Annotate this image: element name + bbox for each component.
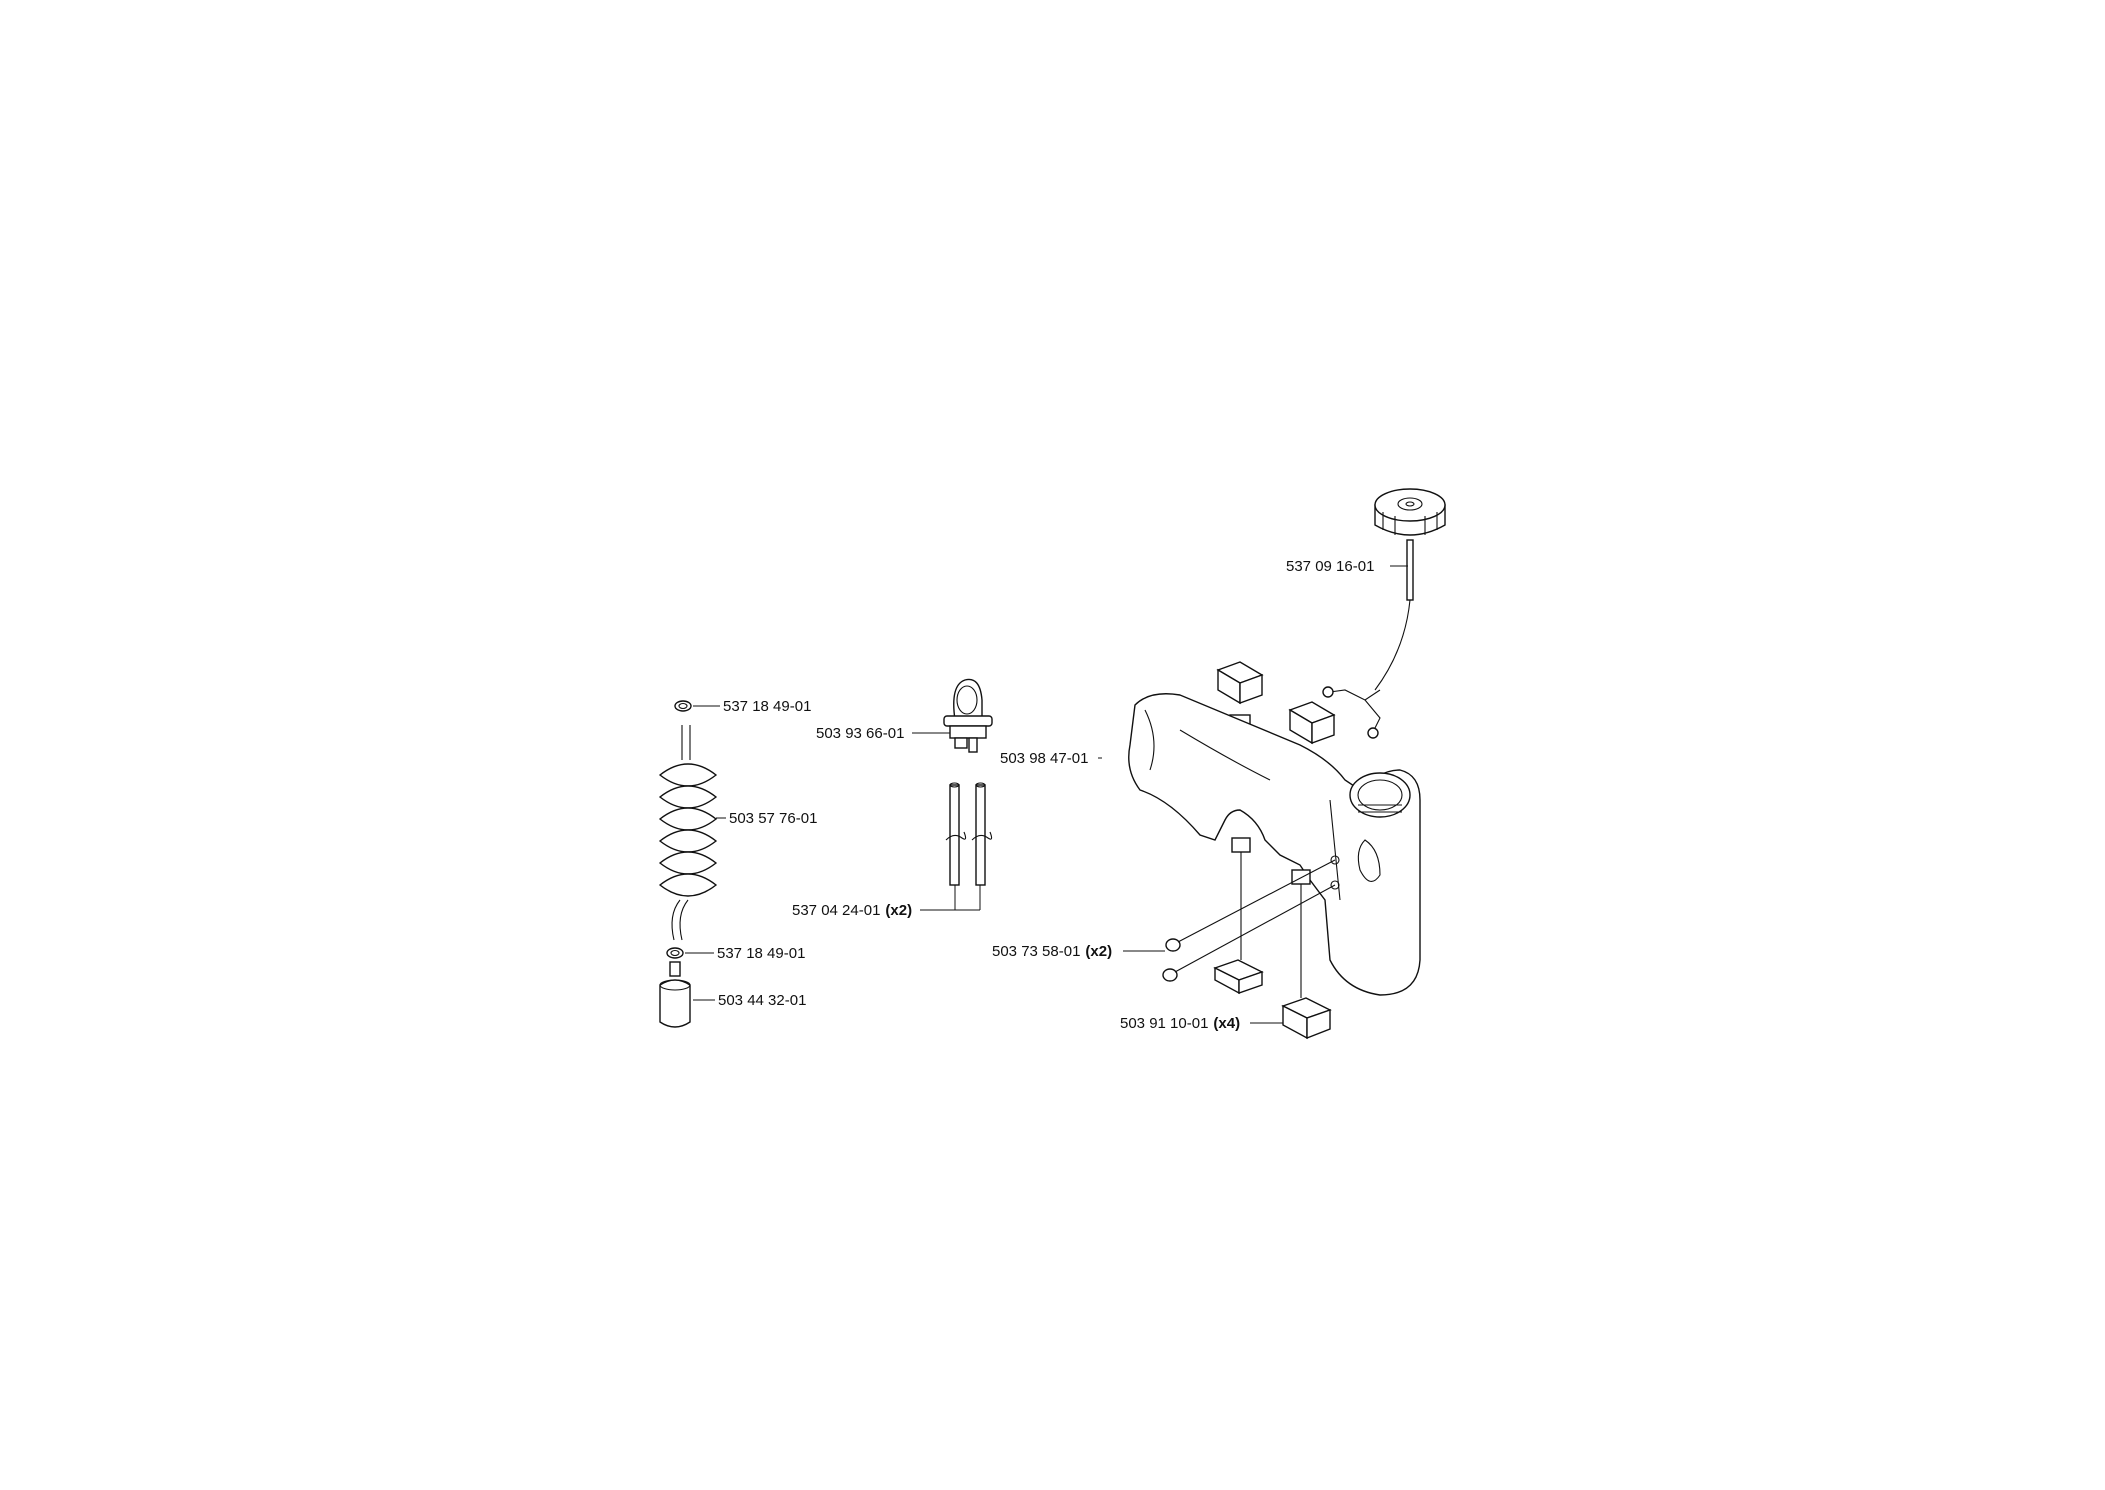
o-ring-bottom: [666, 947, 684, 959]
fuel-tank: [1128, 693, 1421, 996]
part-label: 537 18 49-01: [717, 945, 805, 962]
part-label: 537 09 16-01: [1286, 558, 1374, 575]
fuel-filter: [659, 961, 691, 1028]
part-label: 503 93 66-01: [816, 725, 904, 742]
coil-hose: [658, 725, 718, 941]
fuel-line-assembly: [658, 700, 726, 1028]
part-label: 537 18 49-01: [723, 698, 811, 715]
primer-bulb: [943, 678, 993, 753]
primer-assembly: [912, 678, 993, 911]
o-ring-top: [674, 700, 692, 712]
part-label-537-04-24-01: 537 04 24-01(x2): [792, 902, 912, 919]
bottom-damper-1: [1213, 959, 1264, 995]
fuel-hoses: [920, 782, 993, 911]
part-label-503-73-58-01: 503 73 58-01(x2): [992, 943, 1112, 960]
part-label: 503 44 32-01: [718, 992, 806, 1009]
bottom-damper-2: [1281, 997, 1332, 1040]
top-damper-1: [1216, 661, 1264, 730]
part-label: 503 57 76-01: [729, 810, 817, 827]
tank-cap: [1322, 488, 1446, 739]
fuel-tank-assembly: [1098, 488, 1446, 1040]
part-label: 503 98 47-01: [1000, 750, 1088, 767]
screws: [1162, 859, 1336, 982]
part-label-503-91-10-01: 503 91 10-01(x4): [1120, 1015, 1240, 1032]
